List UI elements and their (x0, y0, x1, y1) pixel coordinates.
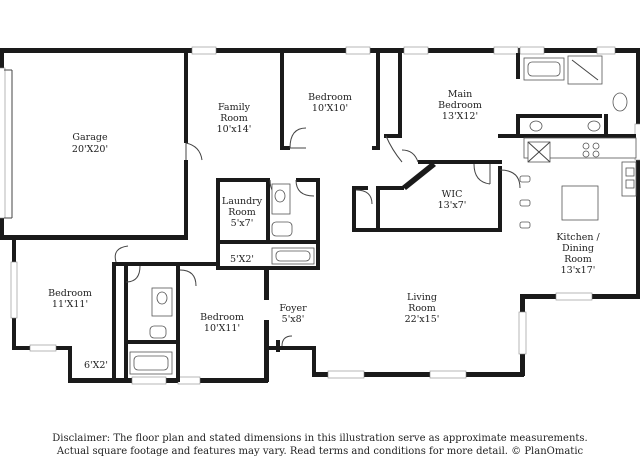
interior-walls (112, 53, 636, 382)
wic-name: WIC (442, 189, 463, 200)
family-room-name2: Room (220, 113, 248, 124)
bedroom1-name: Bedroom (308, 92, 352, 103)
bedroom3-dims: 10'X11' (204, 323, 240, 334)
fixtures (4, 55, 637, 375)
doors (114, 127, 521, 347)
living-room-name2: Room (408, 303, 436, 314)
kitchen-name: Kitchen / (556, 232, 600, 243)
foyer-name: Foyer (279, 303, 307, 314)
main-bedroom-dims: 13'X12' (442, 111, 478, 122)
main-bedroom-name: Main (448, 89, 473, 100)
living-room-dims: 22'x15' (405, 314, 440, 325)
closet-5x2-label: 5'X2' (230, 254, 254, 265)
main-bedroom-name2: Bedroom (438, 100, 482, 111)
bedroom2-name: Bedroom (48, 288, 92, 299)
living-room-name: Living (407, 292, 437, 303)
kitchen-dims: 13'x17' (561, 265, 596, 276)
kitchen-name3: Room (564, 254, 592, 265)
room-labels: Garage 20'X20' Family Room 10'x14' Bedro… (48, 89, 600, 371)
floor-plan: Garage 20'X20' Family Room 10'x14' Bedro… (0, 46, 640, 385)
wic-dims: 13'x7' (438, 200, 467, 211)
closet-6x2-label: 6'X2' (84, 360, 108, 371)
laundry-name: Laundry (222, 196, 263, 207)
bedroom2-dims: 11'X11' (52, 299, 88, 310)
garage-name: Garage (72, 132, 108, 143)
family-room-name: Family (218, 102, 251, 113)
disclaimer-line-2: Actual square footage and features may v… (56, 446, 584, 457)
garage-dims: 20'X20' (72, 144, 108, 155)
laundry-name2: Room (228, 207, 256, 218)
bedroom1-dims: 10'X10' (312, 103, 348, 114)
bedroom3-name: Bedroom (200, 312, 244, 323)
windows (0, 46, 640, 385)
family-room-dims: 10'x14' (217, 124, 252, 135)
foyer-dims: 5'x8' (282, 314, 305, 325)
disclaimer-line-1: Disclaimer: The floor plan and stated di… (52, 433, 588, 444)
laundry-dims: 5'x7' (231, 218, 254, 229)
kitchen-name2: Dining (562, 243, 594, 254)
